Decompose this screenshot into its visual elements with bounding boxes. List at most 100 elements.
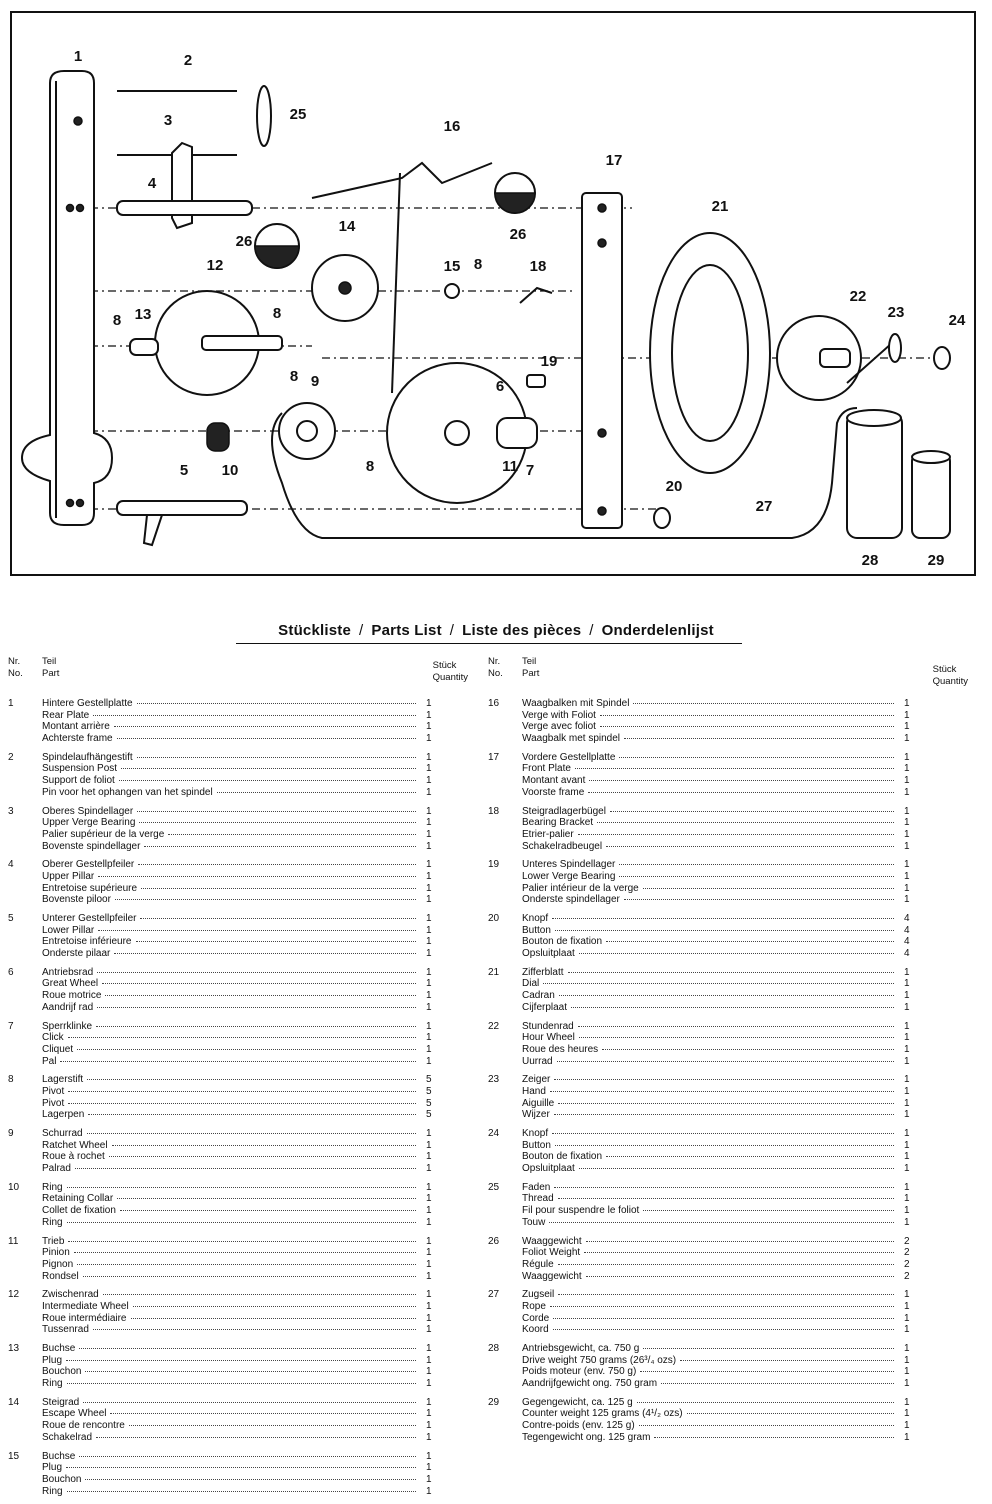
part-quantity: 1 [904,1205,910,1217]
callout-number: 10 [222,462,239,479]
dot-leader [599,726,894,728]
part-quantity: 5 [426,1097,432,1109]
part-quantity: 1 [426,936,432,948]
part-quantity: 1 [904,840,910,852]
header-no: No. [488,668,503,679]
dot-leader [168,833,416,835]
dot-leader [85,1478,416,1480]
part-name: Bouchon [42,1366,82,1378]
part-name: Oberer Gestellpfeiler [42,859,135,871]
title-fr: Liste des pièces [462,622,582,639]
dot-leader [552,1329,894,1331]
part-quantity: 1 [904,1354,910,1366]
dot-leader [144,845,416,847]
part-quantity: 1 [426,1450,432,1462]
dot-leader [606,845,894,847]
lower-verge-bearing [526,374,546,388]
part-name: Waaggewicht [522,1270,582,1282]
part-quantity: 1 [904,1163,910,1175]
dot-leader [82,1275,416,1277]
dot-leader [642,887,894,889]
clock-hand [846,342,893,384]
part-quantity: 1 [426,1205,432,1217]
counter-weight [911,452,951,539]
callout-number: 27 [756,498,773,515]
part-quantity: 2 [904,1270,910,1282]
part-number: 2 [8,751,14,763]
callout-number: 11 [502,458,518,475]
part-quantity: 1 [426,817,432,829]
title-separator: / [589,622,594,639]
dot-leader [140,918,416,919]
dot-leader [79,1348,416,1349]
part-name: Opsluitplaat [522,948,575,960]
dot-leader [135,941,416,943]
part-quantity: 1 [426,948,432,960]
foliot-bar [311,161,493,199]
dot-leader [66,1359,416,1361]
part-name: Waaggewicht [522,1235,582,1247]
callout-number: 16 [444,118,461,135]
part-quantity: 1 [904,1032,910,1044]
plate-hole [597,238,607,248]
part-name: Lagerstift [42,1074,84,1086]
dot-leader [578,1168,894,1170]
part-name: Verge with Foliot [522,709,596,721]
dot-leader [554,1186,894,1188]
dot-leader [88,1114,416,1116]
hand-collet [888,333,902,363]
part-number: 21 [488,966,500,978]
ring-10 [206,422,230,452]
part-name: Cliquet [42,1043,74,1055]
part-number: 4 [8,859,14,871]
part-name: Aandrijfgewicht ong. 750 gram [522,1378,658,1390]
dot-leader [93,714,416,716]
dot-leader [619,864,894,866]
part-number: 26 [488,1235,500,1247]
dot-leader [571,1006,894,1008]
dot-leader [216,791,416,793]
dot-leader [623,899,894,901]
part-quantity: 1 [904,966,910,978]
dot-leader [638,1425,894,1427]
part-name: Suspension Post [42,763,118,775]
part-name: Bovenste piloor [42,894,111,906]
part-name: Roue à rochet [42,1151,105,1163]
part-quantity: 1 [426,828,432,840]
header-part-label: Part [522,668,540,679]
callout-number: 21 [712,198,729,215]
part-name: Poids moteur (env. 750 g) [522,1366,637,1378]
part-number: 10 [8,1181,20,1193]
dot-leader [85,1371,416,1373]
part-quantity: 1 [426,1462,432,1474]
part-quantity: 1 [426,1258,432,1270]
front-plate-shape [581,192,623,529]
part-name: Tegengewicht ong. 125 gram [522,1431,651,1443]
part-name: Sperrklinke [42,1020,93,1032]
dot-leader [66,1186,416,1188]
part-name: Plug [42,1462,63,1474]
